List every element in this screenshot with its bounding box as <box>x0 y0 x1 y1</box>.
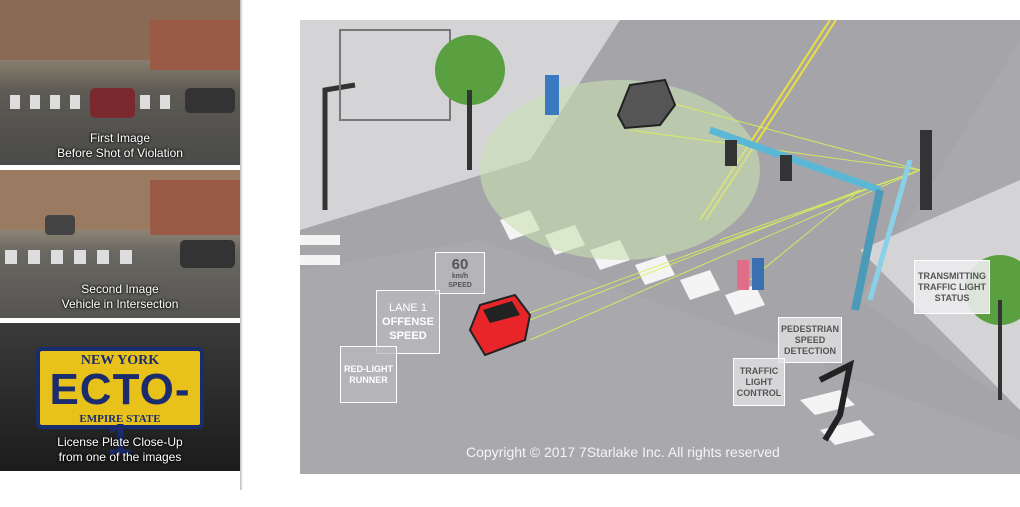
caption-subtitle: from one of the images <box>58 450 182 464</box>
ped-text-1: PEDESTRIAN <box>780 323 839 334</box>
speed-word: SPEED <box>448 281 472 289</box>
speed-value: 60 <box>451 255 469 273</box>
tx-text-2: TRAFFIC LIGHT <box>918 281 986 292</box>
plate-slogan: EMPIRE STATE <box>79 413 161 425</box>
license-plate-photo: NEW YORK ECTO-1 EMPIRE STATE License Pla… <box>0 323 240 471</box>
transmitting-status-label: TRANSMITTING TRAFFIC LIGHT STATUS <box>914 260 990 314</box>
caption-title: License Plate Close-Up <box>57 435 183 449</box>
plate-number: ECTO-1 <box>49 365 191 464</box>
caption-subtitle: Vehicle in Intersection <box>61 297 179 311</box>
lane-text: LANE 1 <box>389 302 427 314</box>
speed-unit: km/h <box>451 272 469 280</box>
offense-text: OFFENSE <box>382 316 434 328</box>
pedestrian-speed-detection-label: PEDESTRIAN SPEED DETECTION <box>778 317 842 363</box>
copyright-text: Copyright © 2017 7Starlake Inc. All righ… <box>466 444 780 460</box>
tlc-text-3: CONTROL <box>736 387 782 398</box>
ped-text-2: SPEED <box>794 334 826 345</box>
caption-subtitle: Before Shot of Violation <box>57 146 183 160</box>
second-image-photo: Second Image Vehicle in Intersection <box>0 170 240 318</box>
ped-text-3: DETECTION <box>783 345 836 356</box>
runner-text: RUNNER <box>349 374 388 385</box>
offense-speed-label: LANE 1 OFFENSE SPEED <box>376 290 440 354</box>
first-image-photo: First Image Before Shot of Violation <box>0 0 240 165</box>
offense-speed-text: SPEED <box>389 330 427 342</box>
red-car <box>468 293 532 357</box>
tx-text-3: STATUS <box>934 292 970 303</box>
traffic-light-control-label: TRAFFIC LIGHT CONTROL <box>733 358 785 406</box>
plate-state: NEW YORK <box>80 353 160 368</box>
intersection-illustration <box>300 20 1020 474</box>
license-plate: NEW YORK ECTO-1 EMPIRE STATE <box>36 347 204 464</box>
red-light-runner-label: RED-LIGHT RUNNER <box>340 346 397 403</box>
caption-title: Second Image <box>81 282 159 296</box>
tx-text-1: TRANSMITTING <box>918 270 986 281</box>
red-light-text: RED-LIGHT <box>344 363 393 374</box>
caption-title: First Image <box>89 131 150 145</box>
tlc-text-1: TRAFFIC <box>739 365 779 376</box>
intersection-diagram: 60 km/h SPEED LANE 1 OFFENSE SPEED RED-L… <box>300 20 1020 474</box>
speed-label: 60 km/h SPEED <box>435 252 485 294</box>
street-scene-photo <box>0 170 240 268</box>
street-scene-photo <box>0 0 240 118</box>
tlc-text-2: LIGHT <box>745 376 773 387</box>
divider <box>240 0 243 490</box>
